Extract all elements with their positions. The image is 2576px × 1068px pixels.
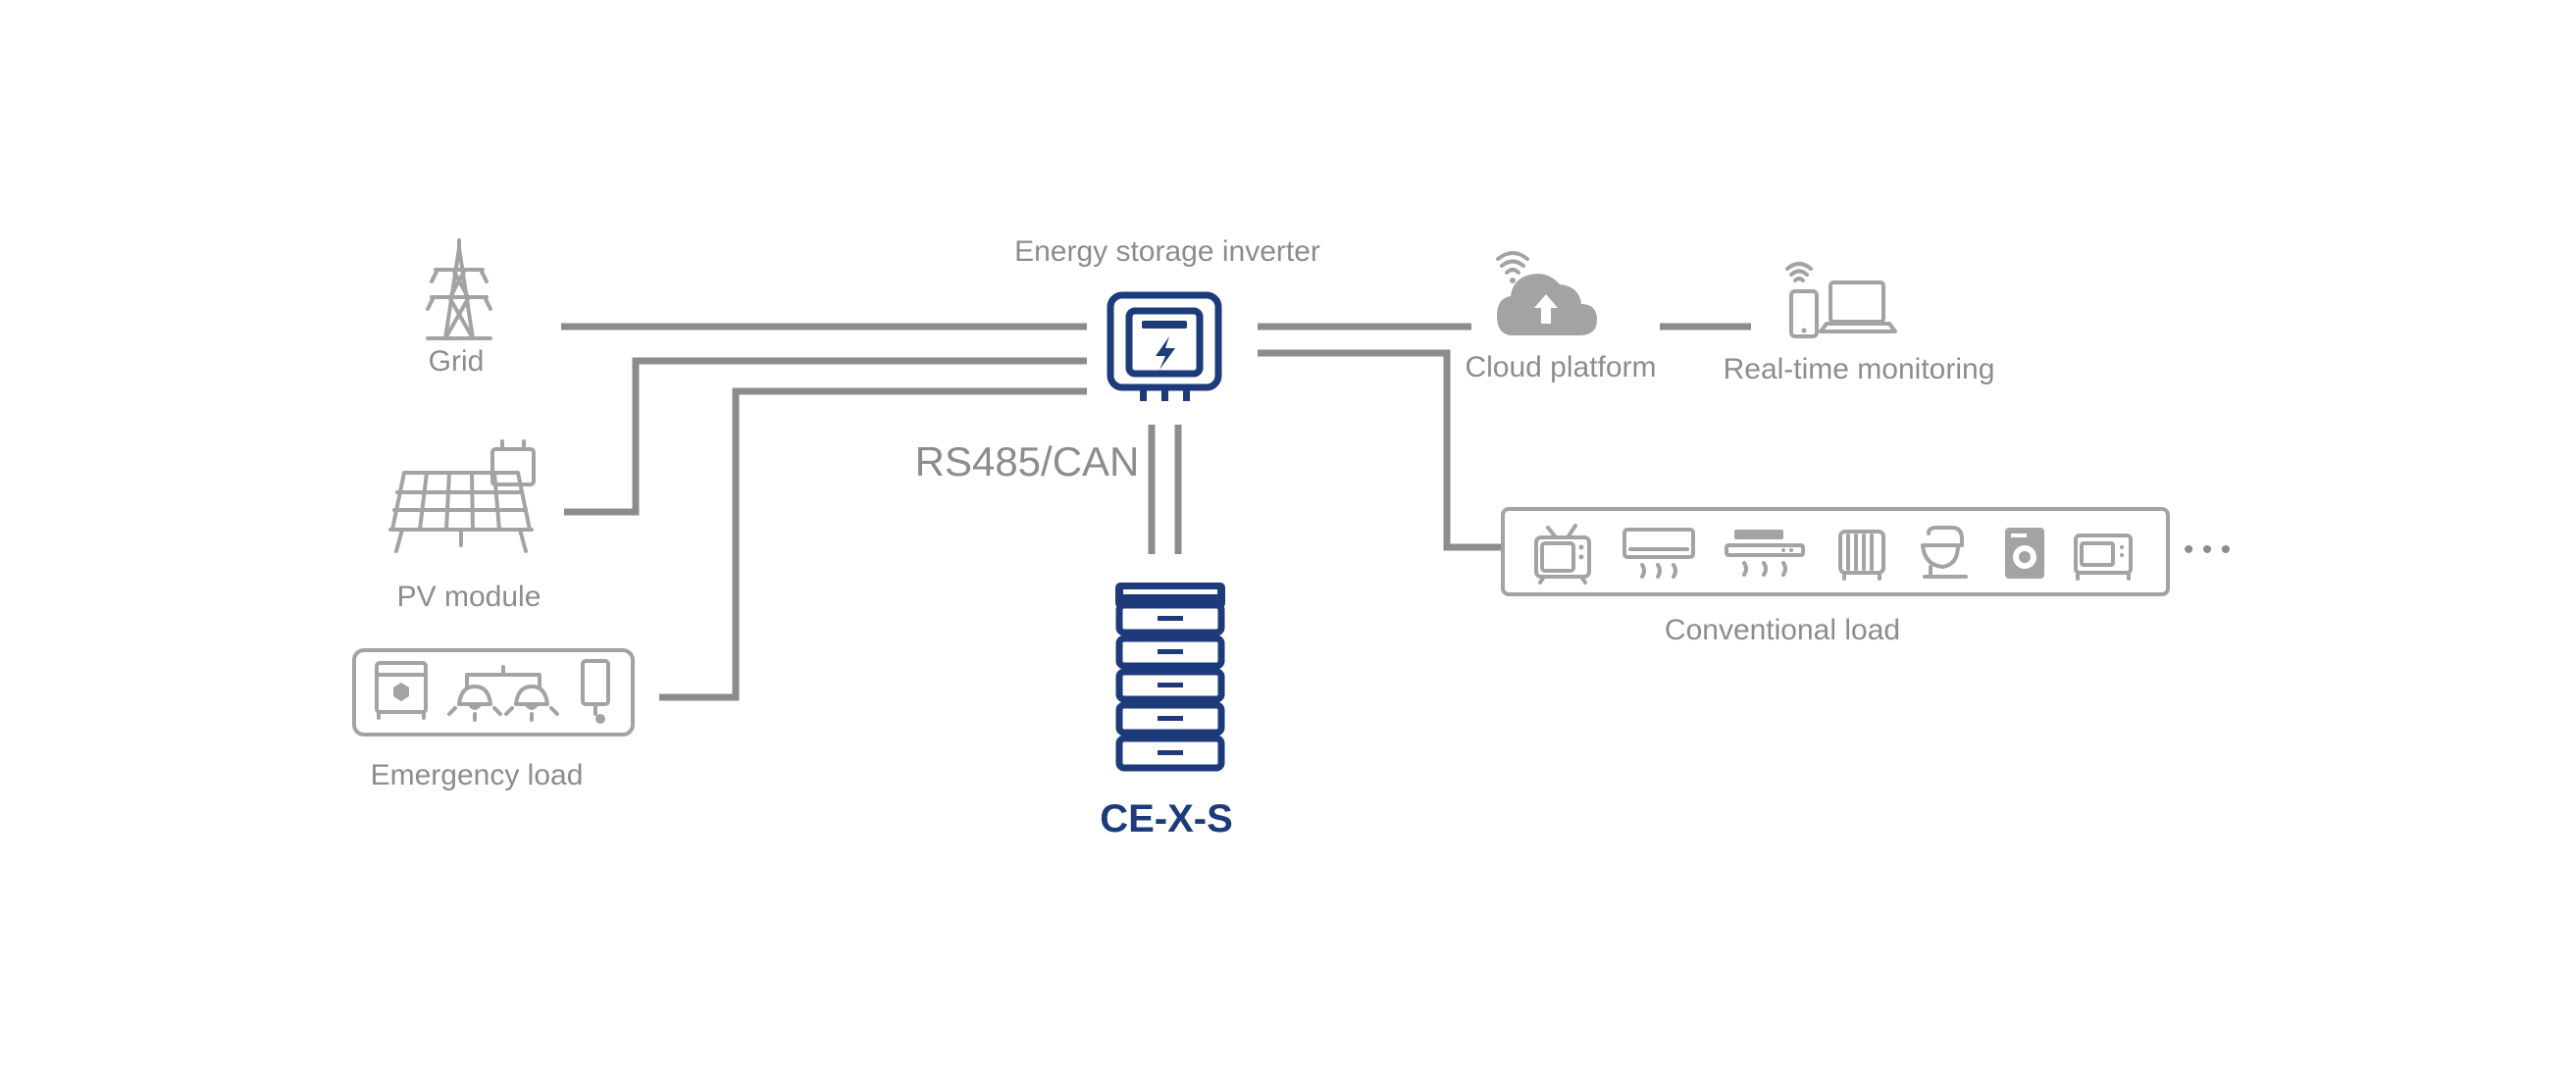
emergency-line: [659, 387, 1087, 701]
stand-mixer-icon: [1921, 526, 1968, 579]
inverter-label: Energy storage inverter: [1014, 235, 1320, 268]
battery-label: CE-X-S: [1100, 797, 1233, 840]
grid-icon-group: Grid: [426, 238, 492, 378]
ceiling-lamp-icon: [504, 685, 559, 722]
power-tower-icon: [426, 238, 492, 340]
conventional-load-label: Conventional load: [1665, 614, 1900, 646]
tv-icon: [1534, 524, 1591, 585]
cloud-platform-label: Cloud platform: [1465, 351, 1656, 383]
grid-label: Grid: [429, 345, 485, 378]
emergency-load-label: Emergency load: [371, 759, 584, 791]
range-hood-icon: [1725, 530, 1805, 577]
refrigerator-icon: [375, 661, 428, 720]
emergency-load-group: Emergency load: [352, 648, 635, 791]
conventional-load-box: [1501, 507, 2170, 596]
battery-group: CE-X-S: [1100, 583, 1233, 840]
ceiling-lamp-icon: [447, 665, 541, 722]
microwave-icon: [2074, 534, 2133, 581]
cloud-upload-icon: [1496, 251, 1597, 335]
real-time-monitoring-label: Real-time monitoring: [1724, 353, 1995, 385]
pv-line: [564, 357, 1087, 516]
inverter-group: Energy storage inverter: [1014, 235, 1320, 401]
more-ellipsis: • • •: [2184, 534, 2231, 566]
inverter-icon: [1107, 291, 1222, 401]
pv-module-group: PV module: [388, 439, 541, 613]
battery-stack-icon: [1115, 583, 1225, 772]
rs485-can-label: RS485/CAN: [915, 438, 1140, 484]
connection-lines: [561, 323, 1751, 701]
pv-module-label: PV module: [397, 581, 541, 613]
oil-heater-icon: [1838, 530, 1885, 581]
cloud-group: Cloud platform: [1465, 251, 1657, 383]
phone-laptop-icon: [1785, 262, 1897, 338]
washing-machine-icon: [2005, 528, 2044, 579]
conventional-load-group: Conventional load • • •: [1501, 507, 2231, 646]
conventional-load-line: [1258, 349, 1503, 551]
emergency-load-box: [352, 648, 635, 737]
air-conditioner-icon: [1623, 528, 1695, 579]
monitoring-group: Real-time monitoring: [1724, 262, 1995, 385]
solar-panel-icon: [388, 439, 536, 553]
water-heater-icon: [581, 659, 610, 724]
